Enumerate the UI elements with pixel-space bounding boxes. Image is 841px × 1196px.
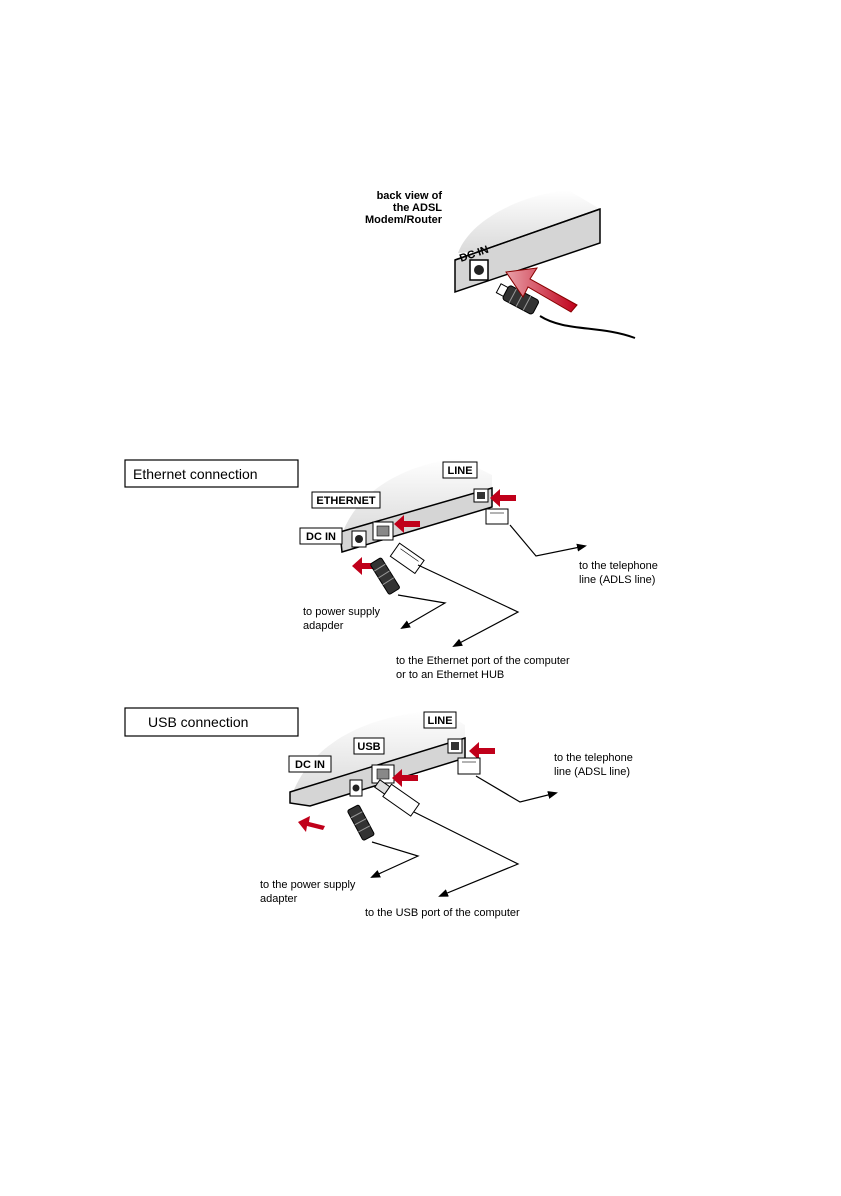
leader-computer: [417, 564, 520, 647]
power-callout-2: adapter: [260, 893, 298, 905]
usb-plug-icon: [374, 779, 421, 817]
figure-dc-in: DC IN back view of the ADSL Modem/Router: [365, 190, 636, 339]
rj45-plug-icon: [389, 542, 425, 575]
figure-usb: USB connection LINE USB DC IN: [124, 707, 633, 919]
ethernet-label-box: [311, 491, 381, 509]
dc-in-port-label: DC IN: [306, 531, 336, 543]
leader-computer: [413, 811, 520, 897]
leader-power: [397, 594, 447, 630]
insert-arrow-icon: [505, 267, 578, 313]
dc-socket-hole-icon: [474, 265, 484, 275]
arrow-dc-in-icon: [352, 557, 378, 575]
arrow-line-icon: [490, 489, 516, 507]
telephone-callout-2: line (ADLS line): [579, 574, 655, 586]
caption-line-3: Modem/Router: [365, 214, 443, 226]
computer-callout-1: to the Ethernet port of the computer: [396, 655, 570, 667]
telephone-callout-1: to the telephone: [579, 560, 658, 572]
usb-port-label: USB: [357, 741, 380, 753]
line-port-label: LINE: [427, 715, 452, 727]
arrow-usb-icon: [392, 769, 418, 787]
leader-telephone: [475, 775, 558, 803]
line-label-box: [423, 711, 457, 729]
computer-callout-1: to the USB port of the computer: [365, 907, 520, 919]
power-callout-2: adapder: [303, 620, 344, 632]
arrow-line-icon: [469, 742, 495, 760]
dc-socket-hole-icon: [352, 784, 360, 792]
figure-ethernet: Ethernet connection LINE ETHERNET DC IN: [124, 458, 658, 681]
usb-section-box: [124, 707, 299, 737]
power-cable: [539, 315, 636, 339]
dc-in-label-box: [299, 527, 343, 545]
power-callout-1: to power supply: [303, 606, 381, 618]
dc-socket-hole-icon: [355, 535, 363, 543]
dc-plug-icon: [347, 804, 375, 841]
dc-plug-icon: [495, 283, 539, 315]
arrow-ethernet-icon: [394, 515, 420, 533]
arrow-dc-in-icon: [298, 816, 325, 832]
computer-callout-2: or to an Ethernet HUB: [396, 669, 504, 681]
rj11-plug-icon: [485, 508, 509, 525]
usb-section-label: USB connection: [148, 714, 248, 730]
ethernet-section-label: Ethernet connection: [133, 466, 258, 482]
caption-line-1: back view of: [377, 190, 443, 202]
ethernet-port-label: ETHERNET: [316, 495, 376, 507]
caption-line-2: the ADSL: [393, 202, 442, 214]
leader-power: [370, 841, 420, 878]
ethernet-section-box: [124, 459, 299, 488]
line-label-box: [442, 461, 478, 479]
telephone-callout-1: to the telephone: [554, 752, 633, 764]
line-port-label: LINE: [447, 465, 472, 477]
dc-in-label-box: [288, 755, 332, 773]
dc-in-port-label: DC IN: [295, 759, 325, 771]
dc-plug-icon: [370, 557, 400, 595]
usb-label-box: [353, 737, 385, 755]
rj11-plug-icon: [457, 757, 481, 775]
power-callout-1: to the power supply: [260, 879, 356, 891]
device-top: [290, 710, 465, 800]
telephone-callout-2: line (ADSL line): [554, 766, 630, 778]
leader-telephone: [509, 524, 587, 557]
